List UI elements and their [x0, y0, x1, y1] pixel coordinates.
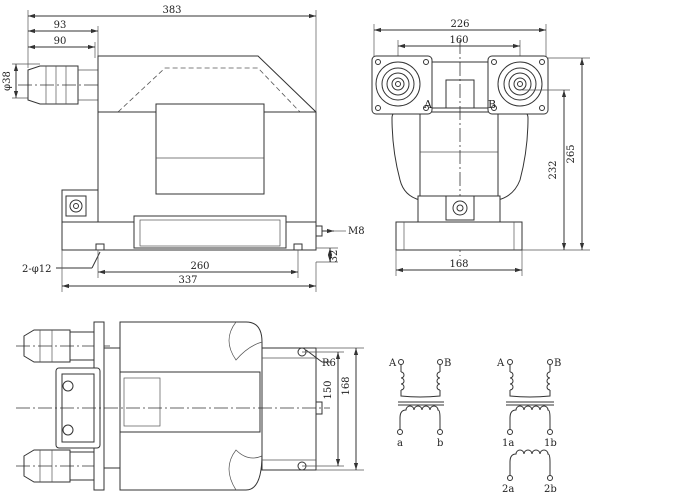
dim-height-32: 32 — [329, 250, 340, 263]
wiring2-label-b: B — [554, 358, 561, 369]
wiring1-label-sec-a: a — [397, 438, 403, 449]
terminal-label-b: B — [488, 98, 496, 111]
dim-radius-r6: R6 — [322, 358, 336, 369]
dim-hole-pitch: 260 — [190, 261, 209, 272]
wiring1-label-sec-b: b — [437, 438, 443, 449]
wiring2-label-a: A — [496, 358, 505, 369]
wiring-diagram-1: A B a b — [388, 358, 451, 449]
dim-width-226: 226 — [450, 19, 469, 30]
terminal-label-a: A — [423, 98, 433, 111]
dim-width-168: 168 — [341, 376, 352, 395]
wiring2-label-2b: 2b — [544, 484, 557, 495]
side-view: 226 160 A B — [371, 19, 590, 276]
side-base — [395, 221, 523, 251]
wiring1-label-b: B — [444, 358, 451, 369]
dim-base-length: 337 — [178, 275, 197, 286]
core-window — [155, 103, 265, 195]
dim-bushing-90: 90 — [54, 36, 67, 47]
dim-base-width: 168 — [449, 259, 468, 270]
dim-bushing-93: 93 — [54, 20, 67, 31]
dim-holes: 2-φ12 — [22, 264, 51, 275]
dim-width-150: 150 — [323, 380, 334, 399]
wiring-diagram-2: A B 1a 1b 2a 2b — [496, 358, 561, 495]
wiring2-label-1a: 1a — [502, 438, 514, 449]
wiring2-label-2a: 2a — [502, 484, 514, 495]
front-view: 383 93 90 φ38 — [2, 5, 365, 292]
wiring1-label-a: A — [388, 358, 397, 369]
dim-terminal-spacing: 160 — [449, 35, 468, 46]
dim-bolt-m8: M8 — [348, 226, 365, 237]
dim-height-265: 265 — [566, 144, 577, 163]
dim-height-232: 232 — [548, 160, 559, 179]
dim-overall-length: 383 — [162, 5, 181, 16]
wiring2-label-1b: 1b — [544, 438, 557, 449]
dim-diameter-38: φ38 — [2, 71, 13, 91]
top-view: R6 150 168 — [16, 321, 364, 491]
